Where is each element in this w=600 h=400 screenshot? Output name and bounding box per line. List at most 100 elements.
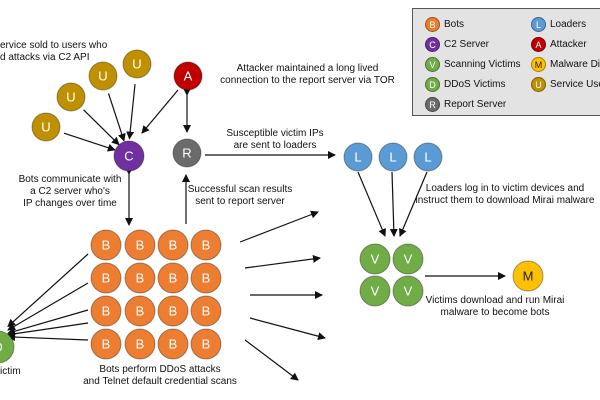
ddos-victim-node-circle: [0, 330, 15, 364]
bot-node-circle: [124, 295, 156, 327]
bot-node-letter: B: [202, 337, 211, 352]
malware-distribution-node-circle: [512, 260, 544, 292]
bot-node-circle: [124, 328, 156, 360]
bots-icon: B: [425, 17, 440, 32]
bot-node-circle: [190, 328, 222, 360]
bot-node: B: [124, 328, 156, 360]
bot-node-letter: B: [136, 238, 145, 253]
loader-node-letter: L: [389, 150, 396, 165]
bots-ddos-arrow: [7, 333, 89, 342]
victim-node: V: [359, 275, 391, 307]
loader-node: L: [343, 142, 373, 172]
bot-node-circle: [124, 229, 156, 261]
service-user-node-letter: U: [98, 69, 107, 84]
legend-item-bots: B Bots: [425, 17, 464, 32]
service-user-node: U: [88, 61, 118, 91]
service-user-node-letter: U: [132, 57, 141, 72]
loaders-icon: L: [531, 17, 546, 32]
attacker-node-circle: [173, 61, 203, 91]
bot-node-circle: [190, 295, 222, 327]
bot-node: B: [124, 229, 156, 261]
loader-to-victim-arrow: [357, 171, 386, 237]
report-server-node: R: [172, 138, 202, 168]
service-user-to-c2-arrow: [126, 83, 136, 140]
bot-node-letter: B: [136, 271, 145, 286]
bot-node: B: [190, 229, 222, 261]
victim-node: V: [392, 275, 424, 307]
bots-scan-arrow: [239, 210, 319, 243]
bot-node: B: [157, 229, 189, 261]
service-user-node-letter: U: [66, 90, 75, 105]
bot-node-letter: B: [169, 337, 178, 352]
bot-node-letter: B: [136, 337, 145, 352]
victim-node-letter: V: [404, 284, 413, 299]
legend-label: Malware Dis: [550, 59, 600, 71]
service-user-to-c2-arrow: [63, 132, 116, 152]
bot-node: B: [90, 328, 122, 360]
bot-node-circle: [124, 262, 156, 294]
bot-node-letter: B: [102, 271, 111, 286]
bots-ddos-arrow: [7, 309, 89, 336]
label-service-sold: ervice sold to users who d attacks via C…: [0, 40, 108, 63]
report-server-icon: R: [425, 97, 440, 112]
attacker-node: A: [173, 61, 203, 91]
report-server-node-circle: [172, 138, 202, 168]
service-user-node-letter: U: [41, 120, 50, 135]
c2-server-node: C: [113, 140, 145, 172]
victim-node-letter: V: [371, 284, 380, 299]
loader-node-letter: L: [424, 150, 431, 165]
service-user-to-c2-arrow: [83, 109, 120, 146]
c2-server-icon: C: [425, 37, 440, 52]
scanning-victims-icon: V: [425, 57, 440, 72]
legend-item-ddos-victims: D DDoS Victims: [425, 77, 506, 92]
service-user-node-circle: [88, 61, 118, 91]
bot-node-letter: B: [102, 304, 111, 319]
loader-node-circle: [343, 142, 373, 172]
label-attacker-connection: Attacker maintained a long lived connect…: [220, 63, 395, 86]
bot-node-letter: B: [202, 304, 211, 319]
bot-node-letter: B: [169, 304, 178, 319]
label-scan-results: Successful scan results sent to report s…: [187, 184, 293, 207]
attacker-icon: A: [531, 37, 546, 52]
bot-node: B: [90, 295, 122, 327]
attacker-node-letter: A: [184, 69, 193, 84]
bot-node-circle: [90, 262, 122, 294]
loader-to-victim-arrow: [399, 171, 428, 237]
c2-server-node-circle: [113, 140, 145, 172]
service-user-node: U: [31, 112, 61, 142]
service-user-node-circle: [122, 49, 152, 79]
legend-label: Loaders: [550, 19, 587, 31]
malware-distribution-node: M: [512, 260, 544, 292]
bot-node-circle: [157, 262, 189, 294]
legend-label: Bots: [444, 19, 465, 31]
bot-node-letter: B: [136, 304, 145, 319]
loader-node-circle: [413, 142, 443, 172]
ddos-victims-icon: D: [425, 77, 440, 92]
legend-label: Scanning Victims: [444, 59, 521, 71]
bot-node-letter: B: [202, 238, 211, 253]
arrows-layer: [7, 83, 506, 381]
legend-label: DDoS Victims: [444, 79, 506, 91]
bot-node-letter: B: [169, 238, 178, 253]
loader-node-letter: L: [354, 150, 361, 165]
legend-label: Service User: [550, 79, 600, 91]
malware-distribution-node-letter: M: [523, 269, 534, 284]
attacker-to-c2-arrow: [141, 89, 179, 134]
bot-node-circle: [90, 328, 122, 360]
bot-node-circle: [157, 229, 189, 261]
victim-node-circle: [359, 243, 391, 275]
bots-ddos-arrow: [7, 322, 89, 338]
service-user-node: U: [122, 49, 152, 79]
bot-node: B: [124, 295, 156, 327]
bot-node-circle: [90, 295, 122, 327]
bot-node: B: [190, 262, 222, 294]
bot-node-letter: B: [202, 271, 211, 286]
label-bots-perform: Bots perform DDoS attacks and Telnet def…: [83, 364, 237, 387]
legend-item-malware-distribution: M Malware Dis: [531, 57, 600, 72]
malware-distribution-icon: M: [531, 57, 546, 72]
victim-node-circle: [392, 243, 424, 275]
